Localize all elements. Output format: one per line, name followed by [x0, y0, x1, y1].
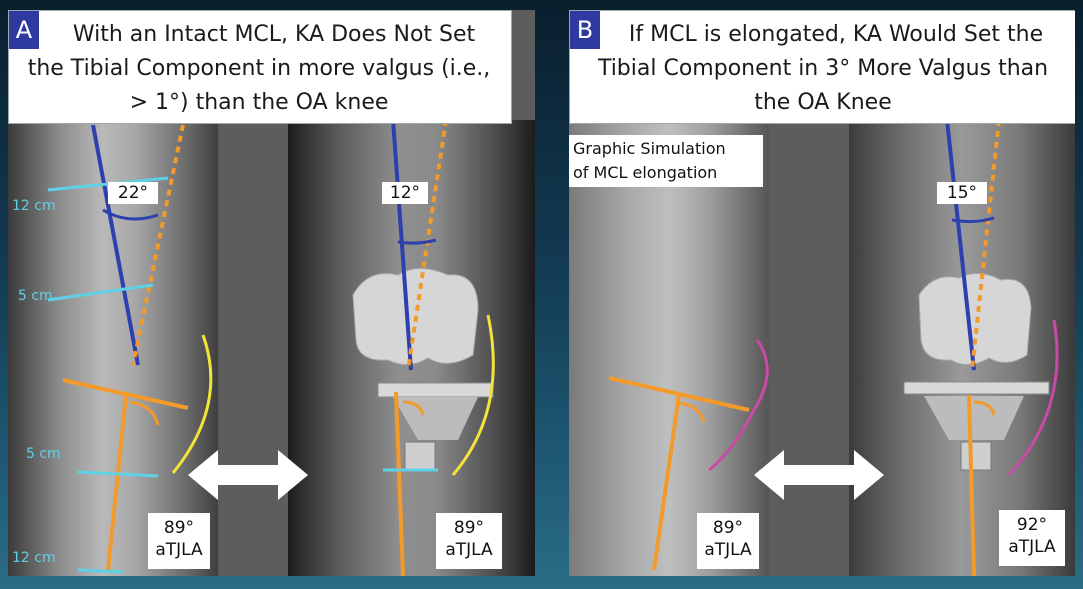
tibial-axis-right [394, 391, 405, 576]
tjla-value-sim-left: 89° [712, 518, 744, 538]
angle-arc-right [397, 238, 437, 245]
panel-b: B If MCL is elongated, KA Would Set the … [569, 10, 1075, 576]
mechanical-axis-right [406, 119, 448, 371]
double-arrow-a [188, 450, 308, 500]
xray-sim-left [569, 120, 769, 576]
tibial-tray-b [903, 381, 1050, 395]
overlay-lines-b [608, 119, 1059, 576]
cm-label-5-upper: 5 cm [18, 288, 53, 304]
ref-line-12cm-lower [77, 568, 124, 574]
badge-b: B [570, 11, 600, 49]
mcl-curve-sim-right [1007, 319, 1059, 477]
tjla-box-sim-right: 92° aTJLA [999, 510, 1065, 566]
mechanical-axis-sim-right [970, 119, 1001, 371]
angle-label-12: 12° [382, 182, 428, 204]
tjla-label-left: aTJLA [155, 540, 203, 560]
tjla-arc-sim-right [973, 400, 996, 416]
mcl-curve-left [171, 334, 213, 474]
angle-label-15: 15° [937, 182, 987, 204]
title-line-2: the Tibial Component in more valgus (i.e… [27, 56, 491, 81]
tjla-label-sim-right: aTJLA [1008, 537, 1056, 557]
simulation-line-2: of MCL elongation [573, 163, 718, 182]
title-line-1-b: If MCL is elongated, KA Would Set the [628, 22, 1044, 47]
femoral-axis-right [391, 119, 413, 371]
joint-line-sim-left [608, 376, 750, 412]
tibial-axis-sim-right [967, 394, 976, 576]
tibial-stem-b [960, 441, 992, 471]
tjla-box-right: 89° aTJLA [436, 513, 502, 569]
femoral-implant-b [918, 273, 1032, 365]
femoral-axis-left [91, 124, 140, 366]
angle-arc-sim-right [951, 216, 995, 224]
femoral-axis-sim-right [945, 119, 976, 371]
cm-label-12-lower: 12 cm [12, 550, 56, 566]
tjla-label-sim-left: aTJLA [704, 540, 752, 560]
title-line-3-b: the OA Knee [754, 90, 892, 115]
ref-line-5cm-upper [47, 283, 154, 302]
panel-a-title: A With an Intact MCL, KA Does Not Set th… [8, 10, 512, 124]
panel-a: A With an Intact MCL, KA Does Not Set th… [8, 10, 535, 576]
tjla-arc-right [402, 400, 425, 416]
title-line-1: With an Intact MCL, KA Does Not Set [72, 22, 476, 47]
angle-arc-left [102, 208, 159, 221]
badge-a: A [9, 11, 39, 49]
tibial-axis-sim-left [652, 394, 681, 571]
tjla-arc-left [129, 400, 160, 426]
joint-line-left [62, 378, 189, 410]
mechanical-axis-left [131, 124, 185, 366]
tjla-label-right: aTJLA [445, 540, 493, 560]
cm-label-12-upper: 12 cm [12, 198, 56, 214]
panel-b-title: B If MCL is elongated, KA Would Set the … [569, 10, 1075, 124]
tjla-arc-sim-left [678, 401, 706, 423]
mcl-curve-sim-left [708, 339, 769, 472]
tibial-axis-left [106, 394, 128, 571]
tjla-box-sim-left: 89° aTJLA [697, 513, 759, 569]
title-line-3: > 1°) than the OA knee [129, 90, 389, 115]
tjla-value-left: 89° [163, 518, 195, 538]
tibial-keel-b [924, 396, 1024, 440]
mcl-curve-right [451, 314, 495, 476]
double-arrow-b [754, 450, 884, 500]
tibial-keel [393, 397, 478, 440]
tibial-stem [404, 441, 436, 471]
angle-label-22: 22° [108, 182, 158, 204]
tjla-value-right: 89° [453, 518, 485, 538]
simulation-note: Graphic Simulation of MCL elongation [569, 135, 763, 187]
cm-label-5-lower: 5 cm [26, 446, 61, 462]
tjla-box-left: 89° aTJLA [148, 513, 210, 569]
simulation-line-1: Graphic Simulation [573, 139, 726, 158]
title-line-2-b: Tibial Component in 3° More Valgus than [597, 56, 1049, 81]
ref-line-5cm-lower [77, 470, 159, 478]
tjla-value-sim-right: 92° [1016, 515, 1048, 535]
